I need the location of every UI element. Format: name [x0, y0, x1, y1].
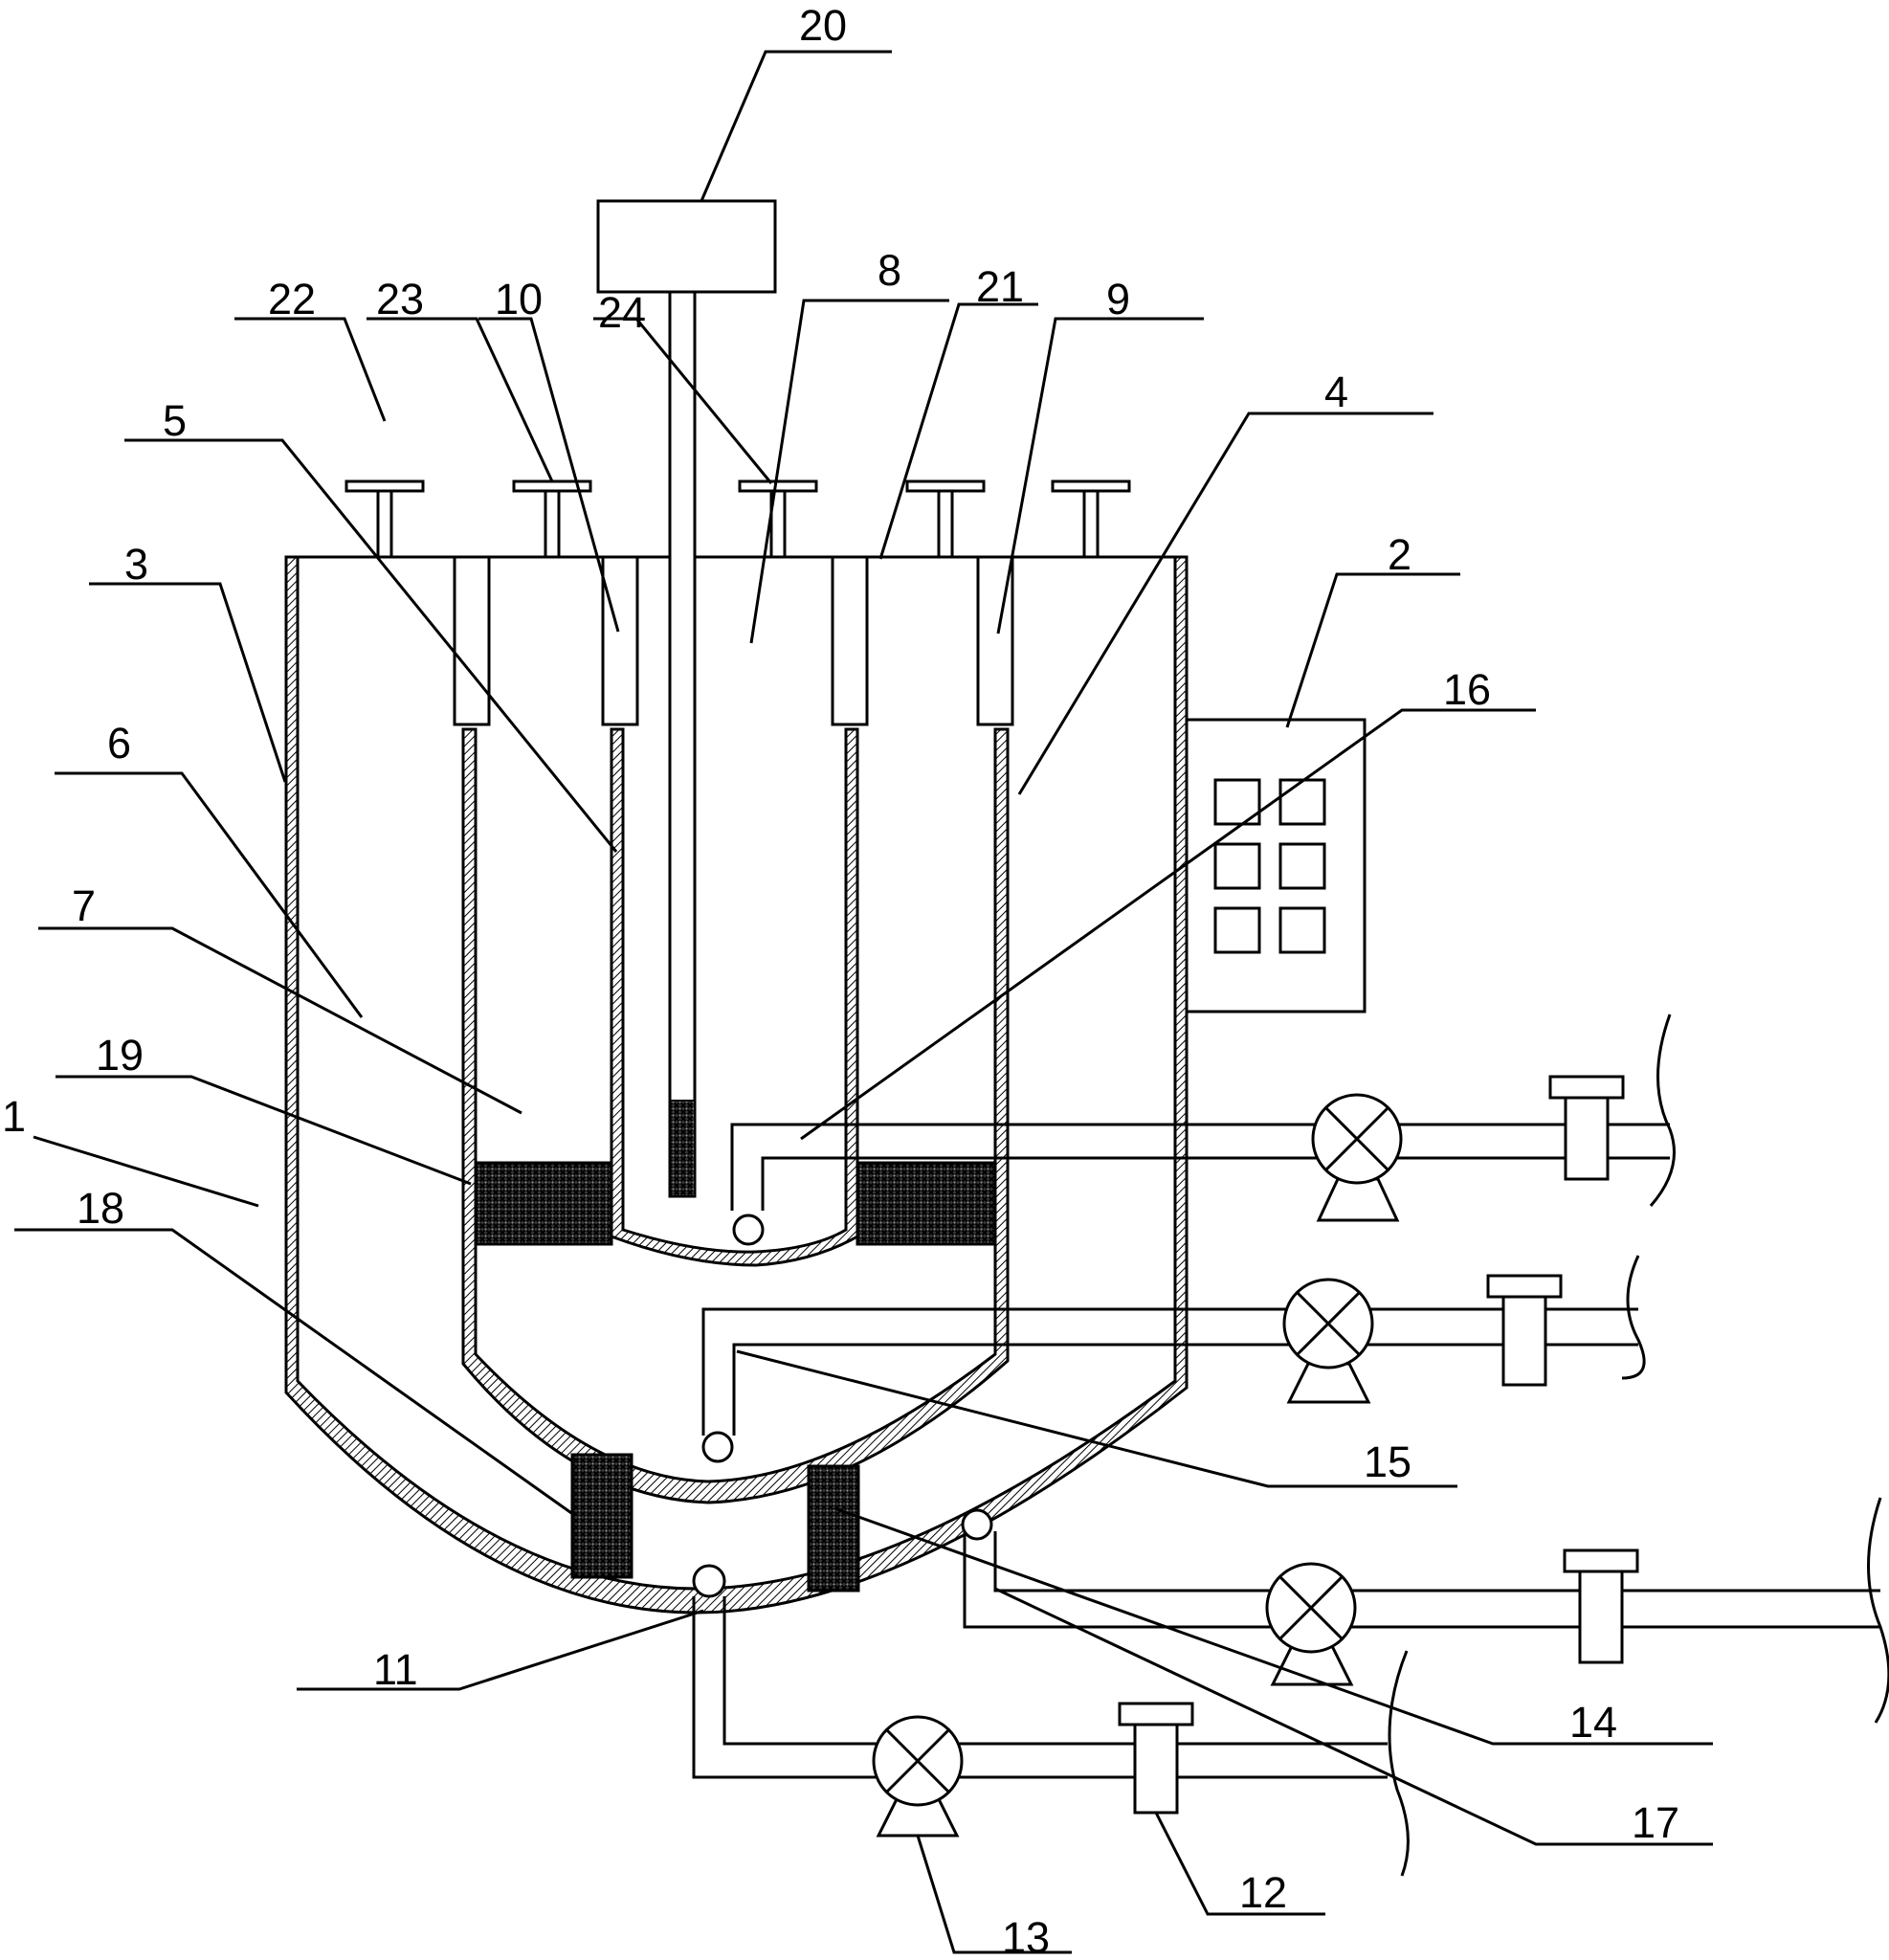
- label-22: 22: [268, 275, 316, 323]
- panel-button: [1278, 778, 1326, 826]
- label-18: 18: [77, 1184, 124, 1233]
- panel-button: [1278, 906, 1326, 954]
- leader-1: [33, 1135, 259, 1208]
- flowmeter-15: [1486, 1274, 1563, 1387]
- part-labels: 20 22 23 10 24 8 21 9 4 5 3 2 16 6 7 19 …: [2, 1, 1679, 1960]
- control-panel: [1185, 718, 1367, 1013]
- outer-vessel: [284, 555, 1189, 1615]
- inner-cup: [610, 727, 859, 1267]
- label-24: 24: [598, 288, 646, 337]
- leader-11: [297, 1609, 704, 1691]
- leader-20: [700, 50, 892, 202]
- leader-6: [55, 771, 364, 1018]
- leader-12: [1154, 1812, 1325, 1916]
- leader-24: [593, 317, 773, 484]
- label-20: 20: [799, 1, 847, 50]
- label-8: 8: [878, 246, 901, 295]
- label-14: 14: [1569, 1698, 1617, 1747]
- filter-19-left: [474, 1161, 613, 1246]
- label-12: 12: [1239, 1868, 1287, 1917]
- leader-lines: [14, 50, 1713, 1954]
- label-5: 5: [163, 396, 187, 445]
- leader-16: [800, 708, 1536, 1141]
- probe-tip: [669, 1100, 696, 1197]
- label-9: 9: [1106, 275, 1130, 323]
- pump-13: [872, 1715, 964, 1838]
- leader-21: [878, 302, 1038, 560]
- label-19: 19: [96, 1031, 144, 1080]
- pipe-11: [692, 1564, 1410, 1877]
- leader-4: [1017, 412, 1433, 795]
- drive-box-20: [596, 199, 777, 294]
- label-7: 7: [72, 881, 96, 930]
- label-2: 2: [1388, 530, 1411, 579]
- agitator: [596, 199, 777, 1198]
- panel-button: [1278, 842, 1326, 890]
- leader-14: [833, 1506, 1713, 1746]
- label-10: 10: [495, 275, 543, 323]
- lid-valves: [344, 479, 1131, 557]
- leader-19: [56, 1075, 472, 1186]
- flowmeter-16: [1548, 1075, 1625, 1181]
- label-1: 1: [2, 1092, 26, 1141]
- valve-24: [738, 479, 818, 557]
- leader-13: [916, 1835, 1072, 1954]
- leader-15: [736, 1349, 1457, 1488]
- flowmeter-14: [1563, 1548, 1639, 1664]
- tube-left: [453, 555, 491, 726]
- label-16: 16: [1443, 665, 1491, 714]
- pipe-14: [961, 1497, 1889, 1724]
- leader-2: [1285, 572, 1460, 728]
- valve-lid-4: [905, 479, 986, 557]
- leader-9: [996, 317, 1204, 635]
- tube-10: [601, 555, 639, 726]
- tube-21: [831, 555, 869, 726]
- pipe-15: [701, 1255, 1646, 1463]
- label-3: 3: [124, 540, 148, 589]
- flowmeter-12: [1118, 1702, 1194, 1815]
- pump-16: [1311, 1093, 1403, 1222]
- leader-18: [14, 1228, 575, 1517]
- shaft: [668, 290, 697, 1198]
- leader-23: [367, 317, 554, 482]
- label-21: 21: [976, 262, 1024, 311]
- label-23: 23: [376, 275, 424, 323]
- leader-10: [478, 317, 620, 633]
- panel-button: [1213, 842, 1261, 890]
- control-box: [1185, 718, 1367, 1013]
- leader-7: [38, 926, 522, 1115]
- panel-button: [1213, 906, 1261, 954]
- label-6: 6: [107, 719, 131, 768]
- valve-22: [344, 479, 425, 557]
- valve-lid-5: [1051, 479, 1131, 557]
- filter-18-left: [570, 1453, 633, 1579]
- label-13: 13: [1002, 1913, 1050, 1960]
- leader-8: [749, 299, 949, 644]
- pipe-16: [730, 1013, 1676, 1246]
- filter-18-right: [807, 1464, 860, 1592]
- pump-15: [1282, 1278, 1374, 1404]
- label-11: 11: [373, 1645, 418, 1694]
- leader-3: [89, 582, 287, 783]
- leader-22: [234, 317, 387, 422]
- leader-17: [994, 1587, 1713, 1846]
- filter-19-right: [856, 1161, 997, 1246]
- label-17: 17: [1632, 1798, 1679, 1847]
- pump-14: [1265, 1562, 1357, 1686]
- leader-5: [124, 438, 618, 853]
- filters: [474, 1161, 997, 1592]
- lid-tubes: [453, 555, 1014, 726]
- label-15: 15: [1364, 1437, 1411, 1486]
- label-4: 4: [1324, 368, 1348, 416]
- valve-23: [512, 479, 592, 557]
